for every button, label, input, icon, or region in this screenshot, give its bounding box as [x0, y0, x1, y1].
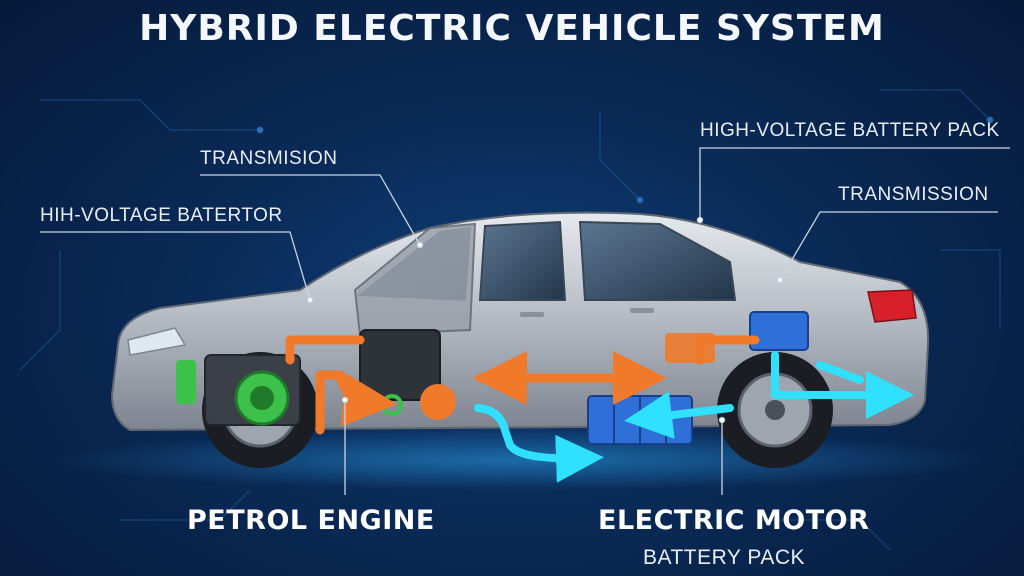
- label-battery-pack: BATTERY PACK: [643, 546, 805, 569]
- leader-lines: [40, 147, 1010, 495]
- label-hih-voltage: HIH-VOLTAGE BATERTOR: [40, 205, 283, 226]
- petrol-engine-block: [176, 329, 456, 426]
- label-hv-battery-pack: HIGH-VOLTAGE BATTERY PACK: [700, 120, 1000, 141]
- electric-flow-arrows: [474, 351, 914, 483]
- diagram-title: HYBRID ELECTRIC VEHICLE SYSTEM: [139, 8, 885, 49]
- label-petrol-engine: PETROL ENGINE: [187, 505, 435, 536]
- circuit-background: [19, 89, 1001, 551]
- label-electric-motor: ELECTRIC MOTOR: [598, 505, 870, 536]
- floor-glow: [50, 430, 990, 490]
- label-transmission-right: TRANSMISSION: [838, 184, 989, 205]
- label-transmission-left: TRANSMISION: [200, 148, 338, 169]
- petrol-flow-arrows: [285, 335, 760, 435]
